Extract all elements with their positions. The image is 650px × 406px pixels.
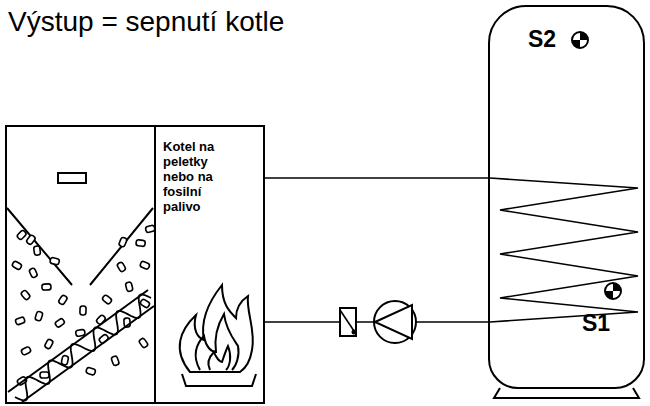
burner-tray <box>182 374 256 386</box>
pipe <box>265 177 490 179</box>
pellets <box>12 225 156 386</box>
heat-coil <box>490 178 638 322</box>
storage-tank: S2S1 <box>488 5 645 389</box>
boiler-label: Kotel na peletky nebo na fosilní palivo <box>163 139 237 214</box>
sensor-symbol <box>572 32 588 48</box>
boiler-divider <box>154 126 156 403</box>
sensor-symbol <box>605 283 621 299</box>
check-valve <box>340 308 357 336</box>
pump-symbol <box>374 301 416 343</box>
tank-stand <box>494 388 639 398</box>
boiler-box: Kotel na peletky nebo na fosilní palivo <box>5 125 265 404</box>
sensor-name: S2 <box>528 25 556 53</box>
output-label: Výstup = sepnutí kotle <box>8 4 308 40</box>
hopper-wall <box>7 208 153 285</box>
hopper-lid <box>58 173 86 183</box>
sensor-name: S1 <box>582 309 610 337</box>
auger <box>8 290 154 402</box>
flame <box>180 285 253 372</box>
